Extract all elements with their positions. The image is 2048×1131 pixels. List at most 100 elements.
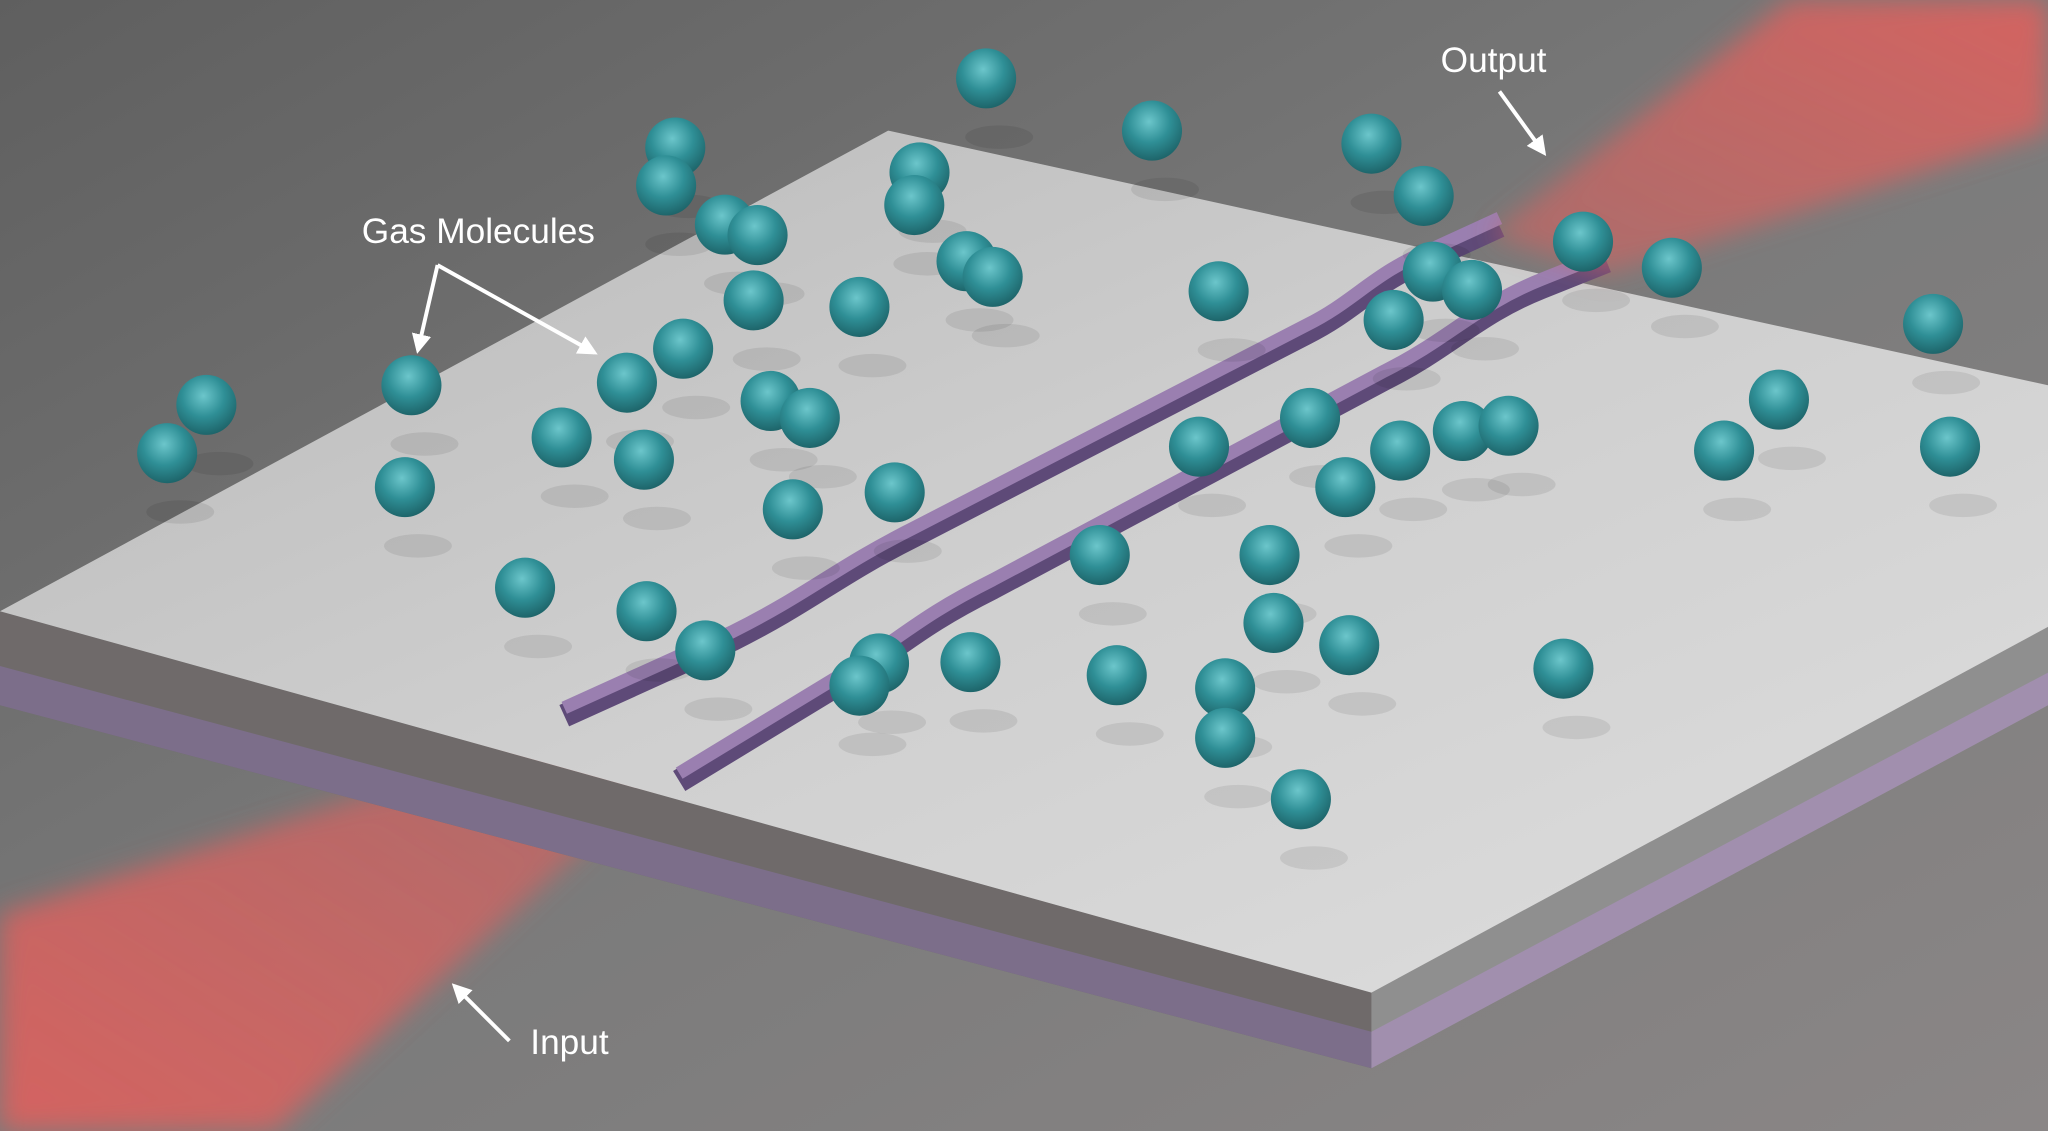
arrow-icon xyxy=(451,983,511,1043)
molecule-shadow xyxy=(1487,472,1556,497)
gas-molecule xyxy=(1363,289,1424,351)
gas-molecule xyxy=(1243,592,1304,654)
gas-molecule xyxy=(1280,387,1341,448)
gas-molecule xyxy=(762,479,823,540)
molecule-shadow xyxy=(1328,692,1397,716)
gas-molecule xyxy=(864,462,925,523)
molecule-shadow xyxy=(384,534,452,558)
gas-molecule xyxy=(1315,457,1376,518)
gas-molecule xyxy=(1478,395,1539,456)
gas-molecule xyxy=(1370,420,1431,481)
gas-molecule xyxy=(675,620,736,681)
arrow-icon xyxy=(436,263,598,355)
gas-molecule xyxy=(381,355,442,416)
gas-molecule xyxy=(1920,416,1981,477)
gas-molecule xyxy=(727,205,788,266)
molecule-shadow xyxy=(1252,669,1321,694)
molecule-shadow xyxy=(1178,493,1247,518)
molecule-shadow xyxy=(1372,366,1441,391)
gas-molecule xyxy=(613,429,674,490)
gas-molecule xyxy=(723,270,784,331)
gas-molecule xyxy=(1341,113,1402,174)
gas-molecule xyxy=(1748,369,1809,430)
substrate-right-bottom-layer xyxy=(1371,672,2048,1069)
gas-molecule xyxy=(1393,165,1454,226)
molecule-shadow xyxy=(1542,715,1611,740)
gas-molecules-label: Gas Molecules xyxy=(362,212,595,251)
molecule-shadow xyxy=(390,432,459,456)
molecule-shadow xyxy=(504,634,573,659)
gas-molecule xyxy=(596,352,657,413)
input-label: Input xyxy=(530,1023,609,1062)
gas-molecule xyxy=(1432,400,1493,462)
molecule-shadow xyxy=(1379,497,1448,522)
molecule-shadow xyxy=(540,484,609,509)
molecule-shadow xyxy=(838,732,907,757)
molecule-shadow xyxy=(1441,477,1510,502)
gas-molecule xyxy=(829,276,890,337)
gas-molecule xyxy=(1552,211,1614,272)
gas-molecule xyxy=(1694,420,1755,481)
molecule-shadow xyxy=(645,232,714,256)
molecule-shadow xyxy=(1078,602,1147,626)
molecule-shadow xyxy=(1929,493,1998,518)
gas-molecule xyxy=(1441,259,1503,320)
molecule-shadow xyxy=(1197,338,1266,362)
molecule-shadow xyxy=(1912,370,1981,395)
substrate-bottom-layer xyxy=(0,666,1372,1069)
molecule-shadow xyxy=(771,556,840,580)
gas-molecule xyxy=(1188,261,1249,322)
gas-molecule xyxy=(779,387,840,448)
molecule-shadow xyxy=(1758,446,1826,471)
gas-molecule xyxy=(829,655,890,716)
gas-molecule xyxy=(884,175,945,236)
gas-molecule xyxy=(1239,525,1300,586)
molecule-shadow xyxy=(1324,534,1393,558)
molecule-shadow xyxy=(1280,846,1348,870)
molecule-shadow xyxy=(1095,722,1164,746)
gas-molecule xyxy=(1270,769,1331,830)
output-label: Output xyxy=(1441,41,1547,80)
molecule-shadow xyxy=(1411,318,1480,343)
arrow-icon xyxy=(1497,90,1547,156)
molecule-shadow xyxy=(838,353,907,378)
gas-molecule xyxy=(1319,615,1380,676)
gas-molecule xyxy=(374,457,435,518)
gas-molecule xyxy=(495,557,556,618)
gas-molecule xyxy=(531,407,592,468)
gas-molecule xyxy=(962,246,1023,307)
molecule-shadow xyxy=(1204,784,1273,809)
molecule-shadow xyxy=(185,451,254,476)
gas-molecule xyxy=(1195,707,1256,768)
gas-molecule xyxy=(636,155,697,216)
gas-molecule xyxy=(653,318,714,379)
gas-molecule xyxy=(1903,293,1964,354)
gas-molecule xyxy=(1168,416,1230,477)
gas-molecule xyxy=(1121,100,1183,161)
gas-molecule xyxy=(1641,237,1702,298)
molecule-shadow xyxy=(1131,177,1200,202)
output-laser-beam xyxy=(1488,0,2048,275)
molecule-shadow xyxy=(623,506,691,531)
gas-molecule xyxy=(1086,645,1147,706)
molecule-shadow xyxy=(858,710,927,734)
gas-molecule xyxy=(1533,638,1594,699)
gas-molecule xyxy=(956,48,1017,109)
molecule-shadow xyxy=(146,500,215,524)
molecule-shadow xyxy=(749,447,818,472)
molecule-shadow xyxy=(1650,314,1719,339)
gas-molecules xyxy=(137,48,1998,870)
molecule-shadow xyxy=(732,347,801,371)
molecule-shadow xyxy=(1451,336,1520,361)
arrow-icon xyxy=(411,264,440,354)
molecule-shadow xyxy=(965,125,1034,149)
molecule-shadow xyxy=(1703,497,1772,522)
gas-molecule xyxy=(940,632,1001,693)
gas-molecule xyxy=(137,423,198,484)
molecule-shadow xyxy=(625,658,694,682)
molecule-shadow xyxy=(945,308,1014,332)
gas-molecule xyxy=(1069,525,1130,586)
molecule-shadow xyxy=(949,709,1018,733)
gas-molecule xyxy=(1195,658,1256,719)
